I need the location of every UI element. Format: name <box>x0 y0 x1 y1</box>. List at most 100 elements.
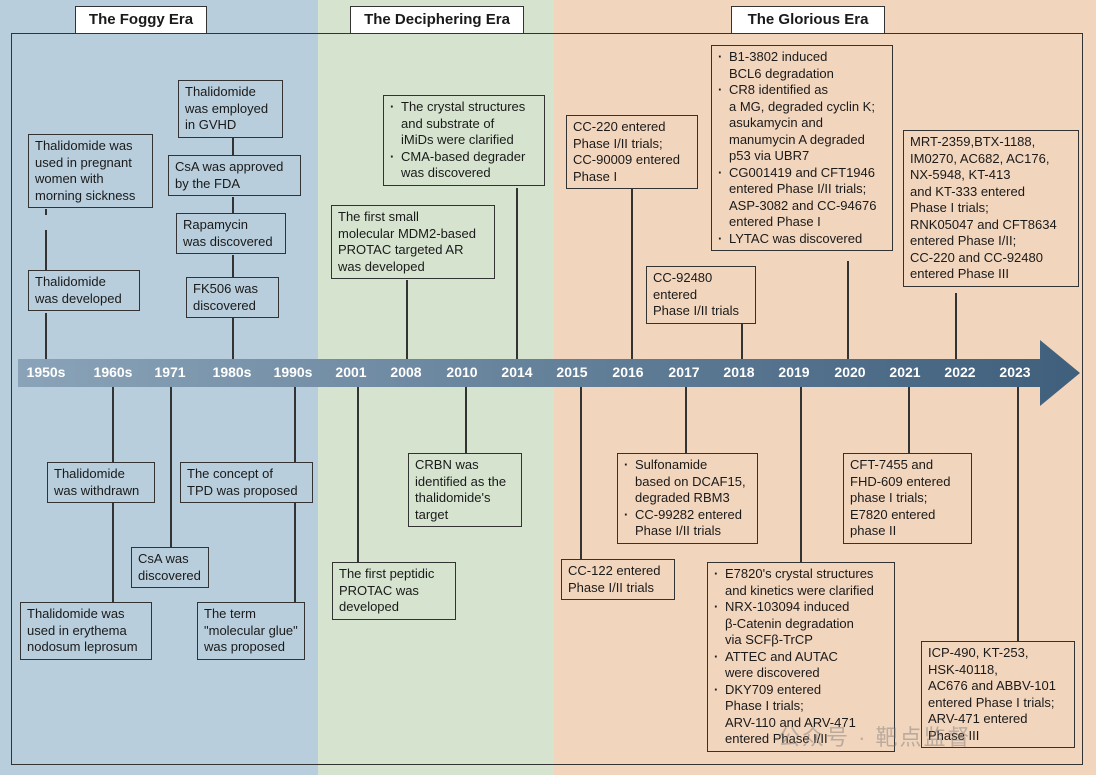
event-line: PROTAC was <box>339 582 419 598</box>
connector-line <box>294 503 296 602</box>
event-line: was discovered <box>183 233 273 249</box>
event-line: CsA was <box>138 551 189 566</box>
event-line: Phase III <box>928 727 980 743</box>
event-line: CsA was approved <box>175 159 284 174</box>
event-line: molecular MDM2-based <box>338 225 476 241</box>
bullet-item: NRX-103094 induced β-Catenin degradation… <box>714 599 888 649</box>
event-line: entered Phase III <box>910 266 1010 281</box>
event-line: Thalidomide <box>35 274 106 289</box>
event-line: Phase I <box>573 168 618 184</box>
event-line: women with <box>35 171 104 186</box>
event-line: phase I trials; <box>850 490 928 505</box>
event-2020-b1-3802: B1-3802 induced BCL6 degradation CR8 ide… <box>711 45 893 251</box>
event-line: Thalidomide <box>185 84 256 99</box>
connector-line <box>45 313 47 359</box>
event-line: IM0270, AC682, AC176, <box>910 150 1050 166</box>
year-label: 1960s <box>93 364 133 380</box>
event-line: E7820 entered <box>850 506 936 522</box>
event-line: used in erythema <box>27 622 127 638</box>
bullet-item: DKY709 entered Phase I trials; ARV-110 a… <box>714 682 888 748</box>
event-2001-peptidic: The first peptidic PROTAC was developed <box>332 562 456 620</box>
event-line: CMA-based degrader <box>401 148 526 164</box>
event-line: CFT-7455 and <box>850 457 934 472</box>
event-2017-sulfonamide: Sulfonamide based on DCAF15, degraded RB… <box>617 453 758 544</box>
event-2014-crystal: The crystal structures and substrate of … <box>383 95 545 186</box>
event-line: in GVHD <box>185 117 237 132</box>
event-line: based on DCAF15, <box>635 473 746 489</box>
event-line: were discovered <box>725 665 820 680</box>
event-line: discovered <box>193 297 256 313</box>
event-line: was proposed <box>204 639 285 654</box>
year-label: 2014 <box>501 364 533 380</box>
connector-line <box>357 387 359 562</box>
connector-line <box>232 316 234 359</box>
event-1960s-erythema: Thalidomide was used in erythema nodosum… <box>20 602 152 660</box>
connector-line <box>232 135 234 155</box>
era-label-foggy: The Foggy Era <box>75 6 207 34</box>
year-label: 2018 <box>723 364 755 380</box>
event-line: was discovered <box>401 165 491 180</box>
event-line: ARV-471 entered <box>928 711 1028 726</box>
event-line: Thalidomide was <box>27 606 125 621</box>
event-line: thalidomide's <box>415 490 491 505</box>
year-label: 2023 <box>999 364 1031 380</box>
event-line: MRT-2359,BTX-1188, <box>910 134 1036 149</box>
event-line: FHD-609 entered <box>850 473 951 489</box>
year-label: 2015 <box>556 364 588 380</box>
year-label: 1950s <box>26 364 66 380</box>
connector-line <box>232 197 234 213</box>
event-line: entered Phase I/II <box>725 731 828 746</box>
event-line: identified as the <box>415 473 507 489</box>
event-line: CC-92480 <box>653 270 713 285</box>
event-line: Phase I/II trials <box>635 523 721 538</box>
connector-line <box>631 188 633 359</box>
event-line: CC-99282 entered <box>635 506 742 522</box>
event-line: via SCFβ-TrCP <box>725 632 813 647</box>
connector-line <box>294 387 296 462</box>
event-line: Sulfonamide <box>635 457 708 472</box>
event-line: Rapamycin <box>183 217 249 232</box>
connector-line <box>908 387 910 453</box>
event-line: Phase I/II trials <box>568 579 654 595</box>
bullet-item: CC-99282 entered Phase I/II trials <box>624 507 751 540</box>
event-1950s-developed: Thalidomide was developed <box>28 270 140 311</box>
event-line: degraded RBM3 <box>635 490 730 505</box>
event-line: β-Catenin degradation <box>725 615 854 631</box>
event-line: ARV-110 and ARV-471 <box>725 714 856 730</box>
event-line: phase II <box>850 523 897 538</box>
event-line: entered Phase I/II; <box>910 233 1017 248</box>
bullet-item: E7820's crystal structures and kinetics … <box>714 566 888 599</box>
event-line: was withdrawn <box>54 482 140 498</box>
event-line: B1-3802 induced <box>729 49 828 64</box>
event-line: iMiDs were clarified <box>401 132 514 147</box>
connector-line <box>580 387 582 559</box>
event-line: discovered <box>138 567 201 583</box>
year-label: 1980s <box>212 364 252 380</box>
event-line: by the FDA <box>175 175 241 191</box>
event-line: and substrate of <box>401 115 495 131</box>
event-line: CC-90009 entered <box>573 152 680 167</box>
event-line: The concept of <box>187 466 273 481</box>
event-line: FK506 was <box>193 281 259 296</box>
connector-line <box>741 322 743 359</box>
year-label: 2021 <box>889 364 921 380</box>
event-line: ASP-3082 and CC-94676 <box>729 197 877 213</box>
event-line: Phase I trials; <box>910 200 989 215</box>
event-1990s-tpd: The concept of TPD was proposed <box>180 462 313 503</box>
event-line: The first peptidic <box>339 566 435 581</box>
year-label: 2022 <box>944 364 976 380</box>
event-line: The crystal structures <box>401 99 526 114</box>
event-line: The term <box>204 606 257 621</box>
event-line: The first small <box>338 209 419 224</box>
event-line: NRX-103094 induced <box>725 599 850 614</box>
event-line: manumycin A degraded <box>729 131 865 147</box>
year-label: 1990s <box>273 364 313 380</box>
event-line: asukamycin and <box>729 115 823 130</box>
bullet-item: Sulfonamide based on DCAF15, degraded RB… <box>624 457 751 507</box>
event-line: "molecular glue" <box>204 622 298 638</box>
event-line: and kinetics were clarified <box>725 582 874 598</box>
event-line: Phase I/II trials; <box>573 135 663 151</box>
event-2023-icp: ICP-490, KT-253, HSK-40118, AC676 and AB… <box>921 641 1075 748</box>
event-line: RNK05047 and CFT8634 <box>910 216 1057 232</box>
era-label-deciphering: The Deciphering Era <box>350 6 524 34</box>
